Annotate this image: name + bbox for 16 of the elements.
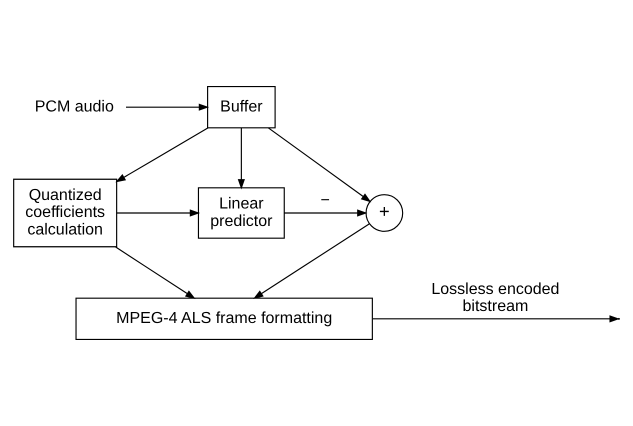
arrow [115, 246, 196, 300]
arrow [115, 127, 208, 182]
arrow [116, 209, 200, 217]
node-box: MPEG-4 ALS frame formatting [75, 298, 373, 340]
node-text: PCM audio [34, 98, 114, 116]
node-box: Buffer [207, 86, 276, 128]
node-box: Quantized coefficients calculation [13, 178, 118, 248]
edge-label: − [320, 192, 330, 210]
edge-label: Lossless encoded bitstream [431, 280, 560, 316]
arrow [126, 104, 210, 111]
arrow [238, 128, 245, 190]
arrow [253, 223, 370, 299]
arrow [268, 127, 372, 202]
arrow [284, 209, 368, 217]
node-box: Linear predictor [198, 187, 285, 239]
node-circle: + [366, 194, 404, 232]
